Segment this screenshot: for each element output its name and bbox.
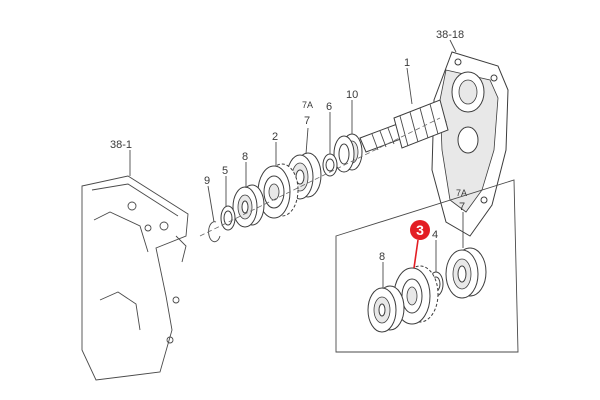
snap-ring-9 [208,221,221,243]
collar-6 [322,153,338,177]
label-bearing-10: 10 [346,89,358,101]
label-spacer-5: 5 [222,165,228,177]
label-inset-bearing-7a: 7A [456,188,467,198]
label-collar-6: 6 [326,101,332,113]
callout-label: 3 [416,222,424,238]
bearing-10 [333,133,363,173]
spacer-5 [220,205,236,231]
label-bearing-8: 8 [242,151,248,163]
shaft-1 [359,99,449,153]
gear-2 [257,163,299,219]
label-bearing-7a: 7A [302,100,313,110]
leader-lines [129,39,464,288]
part-labels: 38-18 1 10 6 7A 7 2 8 5 9 38-1 7A 7 4 8 [110,29,467,263]
housing-38-1 [81,175,189,381]
assembly-axis [199,117,441,237]
callout-part-3: 3 [410,220,430,240]
inset-detail [335,179,519,353]
bearing-8 [232,184,265,228]
label-bearing-7: 7 [304,115,310,127]
callout-circle [410,220,430,240]
label-housing-38-1: 38-1 [110,139,132,151]
label-inset-ring-4: 4 [432,229,438,241]
label-shaft-1: 1 [404,57,410,69]
label-inset-bearing-7: 7 [459,201,465,213]
callout-leader [413,239,419,269]
label-inset-bearing-8: 8 [379,251,385,263]
housing-38-18 [431,51,509,237]
label-gear-2: 2 [272,131,278,143]
label-housing-38-18: 38-18 [436,29,464,41]
label-snap-ring-9: 9 [204,175,210,187]
